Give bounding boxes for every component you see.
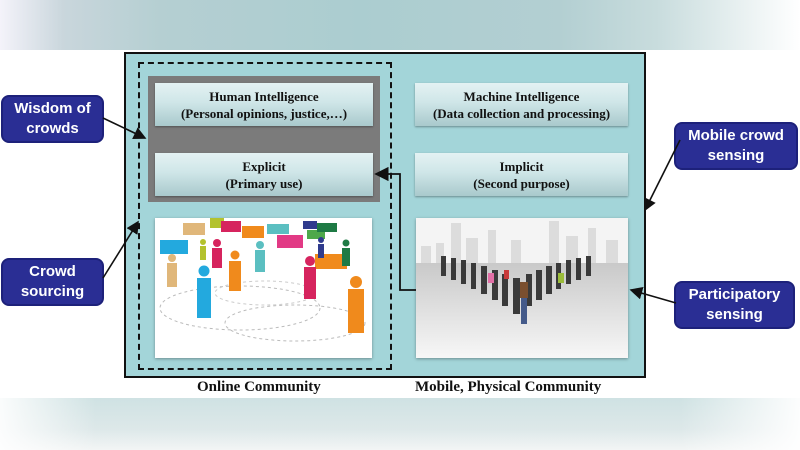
implicit-subtitle: (Second purpose) — [473, 175, 570, 191]
explicit-subtitle: (Primary use) — [225, 175, 303, 191]
human-intelligence-title: Human Intelligence — [209, 88, 319, 104]
online-community-image — [155, 218, 372, 358]
callout-wisdom-line1: Wisdom of — [14, 100, 91, 117]
explicit-title: Explicit — [242, 158, 286, 174]
arrow-participatory-to-crowd — [629, 286, 677, 304]
online-community-dashed-group — [138, 62, 392, 370]
top-blur-band — [0, 0, 800, 50]
arrow-wisdom-to-human-group — [102, 117, 147, 139]
callout-mcs-line1: Mobile crowd — [688, 127, 784, 144]
arrow-implicit-to-explicit — [374, 166, 416, 291]
callout-wisdom-line2: crowds — [26, 120, 79, 137]
arrow-mcs-to-panel — [644, 139, 681, 212]
social-network-people-icon — [159, 218, 366, 342]
machine-intelligence-subtitle: (Data collection and processing) — [432, 105, 611, 121]
physical-crowd-image — [416, 218, 628, 358]
callout-crowdsourcing-line1: Crowd — [29, 263, 76, 280]
callout-mcs-line2: sensing — [707, 147, 765, 164]
callout-participatory-sensing: Participatory sensing — [674, 281, 795, 329]
callout-wisdom-of-crowds: Wisdom of crowds — [1, 95, 104, 143]
machine-intelligence-title: Machine Intelligence — [463, 88, 580, 104]
bottom-blur-band — [0, 398, 800, 450]
machine-intelligence-box: Machine Intelligence (Data collection an… — [415, 83, 628, 126]
human-intelligence-subtitle: (Personal opinions, justice,…) — [180, 105, 348, 121]
physical-community-label: Mobile, Physical Community — [415, 379, 602, 395]
callout-crowd-sourcing: Crowd sourcing — [1, 258, 104, 306]
callout-mobile-crowd-sensing: Mobile crowd sensing — [674, 122, 798, 170]
online-community-label: Online Community — [197, 379, 321, 395]
callout-crowdsourcing-line2: sourcing — [20, 283, 85, 300]
callout-participatory-line2: sensing — [706, 306, 763, 323]
explicit-box: Explicit (Primary use) — [155, 153, 373, 196]
arrow-crowdsourcing-to-online — [102, 220, 139, 279]
callout-participatory-line1: Participatory — [688, 286, 781, 303]
implicit-title: Implicit — [499, 158, 544, 174]
crowd-city-icon — [416, 218, 628, 358]
human-intelligence-box: Human Intelligence (Personal opinions, j… — [155, 83, 373, 126]
implicit-box: Implicit (Second purpose) — [415, 153, 628, 196]
